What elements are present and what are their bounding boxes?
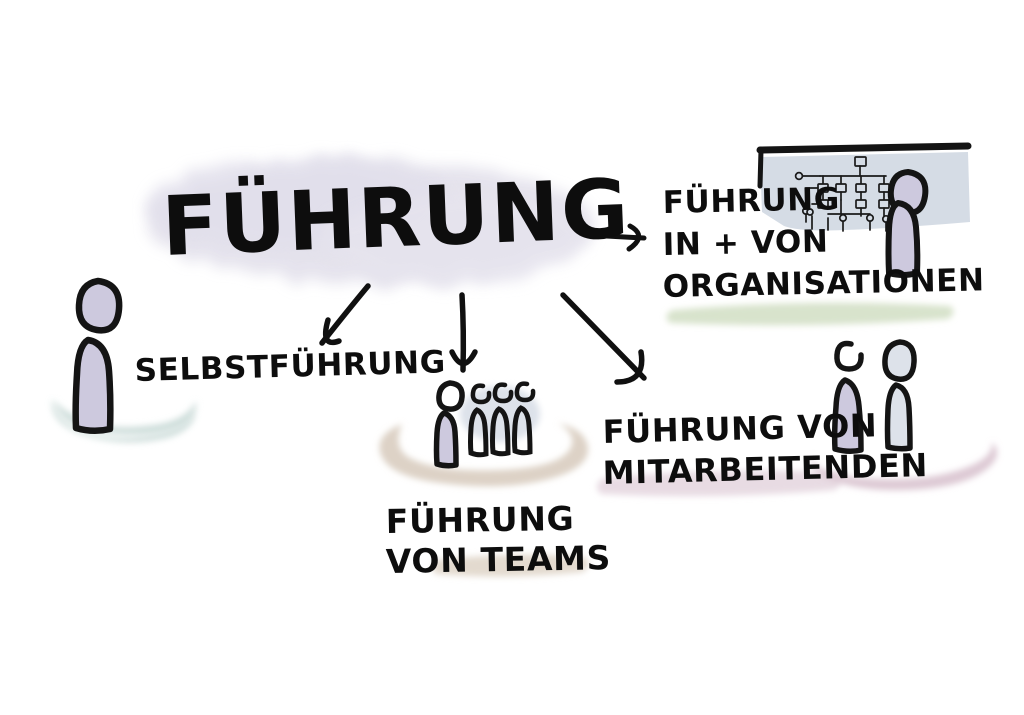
title-text: FÜHRUNG: [160, 161, 632, 275]
label-teams: FÜHRUNG VON TEAMS: [385, 498, 611, 581]
label-selbstfuehrung-line-1: SELBSTFÜHRUNG: [134, 343, 446, 389]
highlight-organisationen: [666, 302, 954, 326]
arrow-to-organisationen: [585, 223, 647, 252]
figures-mitarbeitende: [831, 339, 917, 455]
ground-teams: [379, 423, 589, 487]
arrow-to-mitarbeitende: [560, 292, 647, 385]
arrow-to-selbstfuehrung: [319, 283, 371, 346]
highlight-teams: [432, 554, 589, 577]
label-organisationen: FÜHRUNG IN + VON ORGANISATIONEN: [662, 180, 985, 305]
label-mitarbeitende-line-2: MITARBEITENDEN: [602, 446, 928, 492]
label-organisationen-line-3: ORGANISATIONEN: [662, 262, 985, 305]
label-teams-line-1: FÜHRUNG: [385, 498, 574, 541]
label-organisationen-line-1: FÜHRUNG: [662, 180, 840, 221]
org-chart-icon: [794, 156, 891, 232]
highlight-mitarbeitende: [596, 470, 842, 497]
label-mitarbeitende-line-1: FÜHRUNG VON: [602, 406, 878, 451]
label-teams-line-2: VON TEAMS: [385, 538, 611, 581]
figure-selbstfuehrung: [72, 277, 123, 434]
arrow-to-teams: [449, 292, 478, 373]
label-organisationen-line-2: IN + VON: [662, 224, 828, 263]
figures-teams: [433, 380, 540, 469]
title-wash: [150, 157, 594, 285]
label-selbstfuehrung: SELBSTFÜHRUNG: [134, 343, 446, 389]
figure-organisationen: [885, 169, 929, 278]
ground-mitarbeitende: [811, 442, 998, 491]
title-text-group: FÜHRUNG: [160, 161, 632, 275]
label-mitarbeitende: FÜHRUNG VON MITARBEITENDEN: [602, 406, 928, 492]
